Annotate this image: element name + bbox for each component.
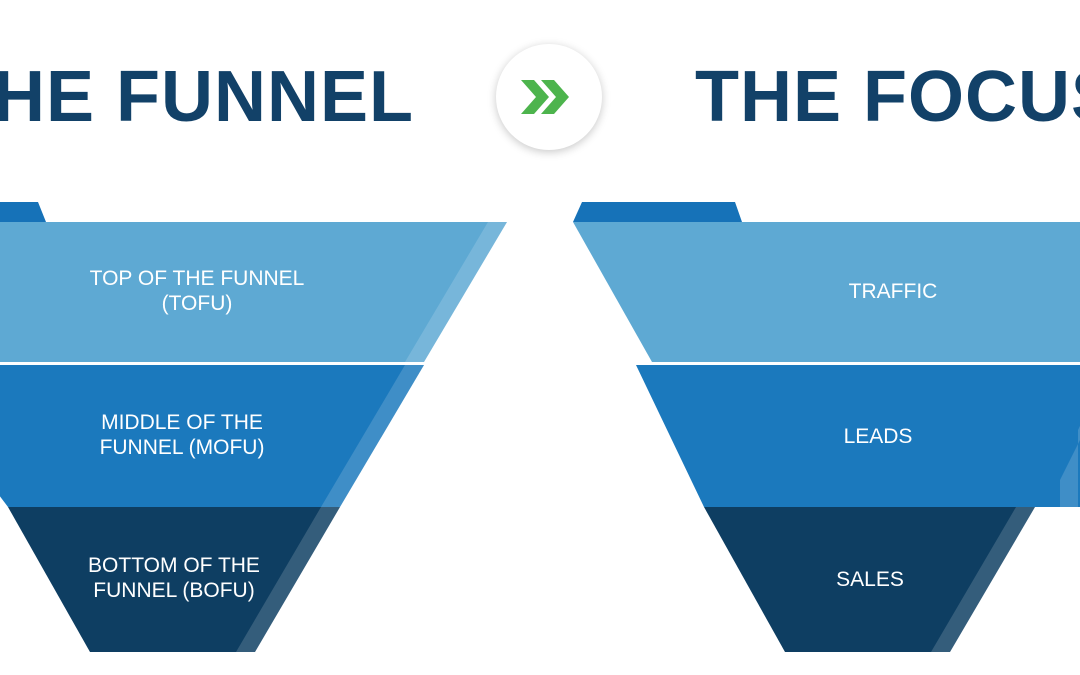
funnel-tier-top bbox=[573, 222, 1080, 362]
tier-highlight bbox=[1060, 425, 1080, 507]
focus-title: THE FOCUS bbox=[695, 57, 1080, 137]
tier-highlight bbox=[405, 222, 507, 362]
tofu-label: TOP OF THE FUNNEL (TOFU) bbox=[27, 266, 367, 316]
mofu-label-line: FUNNEL (MOFU) bbox=[99, 436, 265, 459]
funnel-tier-middle bbox=[0, 365, 424, 507]
traffic-label-line: TRAFFIC bbox=[848, 280, 938, 303]
funnel-title: THE FUNNEL bbox=[0, 57, 414, 137]
funnel-tab bbox=[573, 202, 742, 222]
mofu-label: MIDDLE OF THE FUNNEL (MOFU) bbox=[12, 410, 352, 460]
tier-highlight bbox=[931, 507, 1035, 652]
bofu-label-line: FUNNEL (BOFU) bbox=[93, 579, 255, 602]
chevron-right-icon bbox=[541, 80, 569, 114]
chevron-right-icon bbox=[521, 80, 549, 114]
funnel-tier-bottom bbox=[8, 507, 340, 652]
funnel-tier-bottom bbox=[704, 507, 1035, 652]
funnel-tier-top bbox=[0, 222, 507, 362]
funnel-tab bbox=[0, 202, 46, 222]
arrow-badge bbox=[496, 44, 602, 150]
funnel-tier-middle bbox=[636, 365, 1080, 507]
leads-label-line: LEADS bbox=[843, 425, 913, 448]
tofu-label-line: TOP OF THE FUNNEL bbox=[89, 267, 305, 290]
tofu-label-line: (TOFU) bbox=[161, 292, 233, 315]
bofu-label: BOTTOM OF THE FUNNEL (BOFU) bbox=[4, 553, 344, 603]
leads-label: LEADS bbox=[708, 424, 1048, 449]
traffic-label: TRAFFIC bbox=[723, 279, 1063, 304]
tier-highlight bbox=[321, 365, 424, 507]
mofu-label-line: MIDDLE OF THE bbox=[101, 411, 263, 434]
double-chevron-right-icon bbox=[521, 80, 569, 114]
tier-highlight bbox=[236, 507, 340, 652]
sales-label-line: SALES bbox=[836, 568, 904, 591]
bofu-label-line: BOTTOM OF THE bbox=[88, 554, 260, 577]
sales-label: SALES bbox=[700, 567, 1040, 592]
